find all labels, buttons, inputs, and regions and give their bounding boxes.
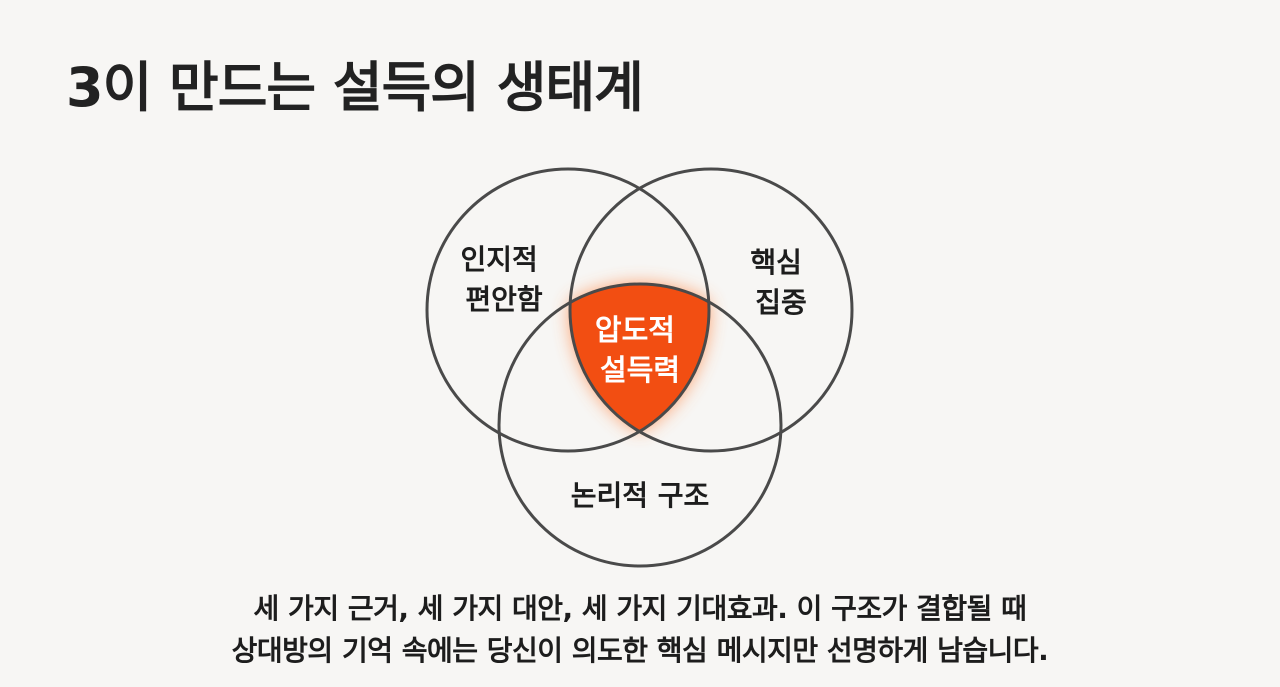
logical-structure-label: 논리적 구조: [571, 479, 710, 512]
caption-line-2: 상대방의 기억 속에는 당신이 의도한 핵심 메시지만 선명하게 남습니다.: [231, 634, 1049, 667]
slide-caption: 세 가지 근거, 세 가지 대안, 세 가지 기대효과. 이 구조가 결합될 때…: [0, 588, 1280, 672]
slide-title: 3이 만드는 설득의 생태계: [66, 56, 644, 119]
center-intersection: [570, 284, 709, 451]
caption-line-1: 세 가지 근거, 세 가지 대안, 세 가지 기대효과. 이 구조가 결합될 때: [253, 592, 1027, 625]
venn-circle-logic: [497, 282, 783, 568]
venn-circle-cognitive: [425, 167, 711, 453]
venn-circle-focus: [568, 167, 854, 453]
overwhelming-persuasion-label: 압도적 설득력: [595, 313, 685, 387]
core-focus-label: 핵심 집중: [750, 246, 811, 319]
cognitive-comfort-label: 인지적 편안함: [460, 243, 547, 316]
